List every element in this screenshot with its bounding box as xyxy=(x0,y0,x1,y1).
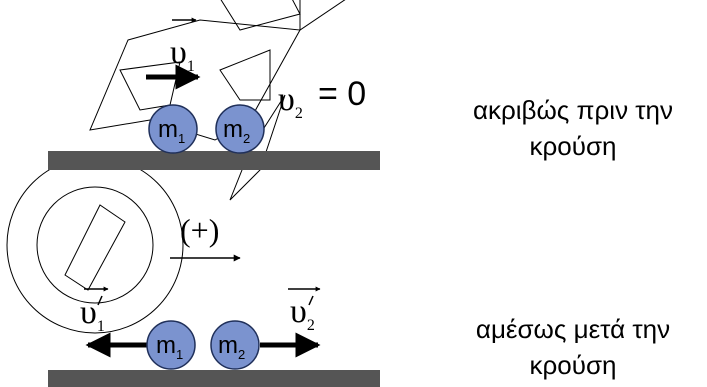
ball-m2-top-label: m2 xyxy=(223,116,250,146)
v2-prime-label: υ2 xyxy=(290,293,315,334)
v2-prime-subscript: 2 xyxy=(307,317,315,334)
ball-m1-bottom-sub: 1 xyxy=(176,347,183,362)
ball-m1-top-label: m1 xyxy=(158,116,185,146)
caption-after-line2: κρούση xyxy=(529,350,617,380)
bottom-scene: υ1 υ2 m1 m2 xyxy=(48,286,380,387)
v1-subscript: 1 xyxy=(187,58,195,75)
v1-prime-label: υ1 xyxy=(80,294,105,335)
ball-m1-bottom xyxy=(146,320,196,370)
top-scene: υ1 υ2 = 0 m1 m2 xyxy=(48,17,380,170)
ball-m1-bottom-label: m1 xyxy=(156,332,183,362)
v2-value: = 0 xyxy=(318,75,366,113)
v1-prime-tick xyxy=(97,295,103,306)
bottom-surface xyxy=(48,370,380,387)
v1-label: υ1 xyxy=(170,34,195,75)
caption-before-line2: κρούση xyxy=(529,131,617,161)
v1-prime-subscript: 1 xyxy=(97,318,105,335)
caption-after-line1: αμέσως μετά την xyxy=(475,314,671,344)
caption-before-line1: ακριβώς πριν την xyxy=(472,95,674,125)
caption-before-collision: ακριβώς πριν την κρούση xyxy=(443,92,703,164)
v2-label: υ2 xyxy=(278,81,303,122)
ball-m2-bottom-label: m2 xyxy=(218,332,245,362)
v2-prime-tick xyxy=(308,295,314,306)
top-surface xyxy=(48,151,380,170)
ball-m1-top-sub: 1 xyxy=(178,131,185,146)
positive-direction-label: (+) xyxy=(180,212,219,248)
ball-m1-top xyxy=(148,104,198,154)
ball-m2-top xyxy=(215,104,265,154)
positive-direction: (+) xyxy=(170,212,241,262)
caption-after-collision: αμέσως μετά την κρούση xyxy=(443,311,703,383)
ball-m2-bottom-sub: 2 xyxy=(238,347,245,362)
ball-m2-bottom xyxy=(210,320,260,370)
v2-subscript: 2 xyxy=(295,105,303,122)
ball-m2-top-sub: 2 xyxy=(243,131,250,146)
